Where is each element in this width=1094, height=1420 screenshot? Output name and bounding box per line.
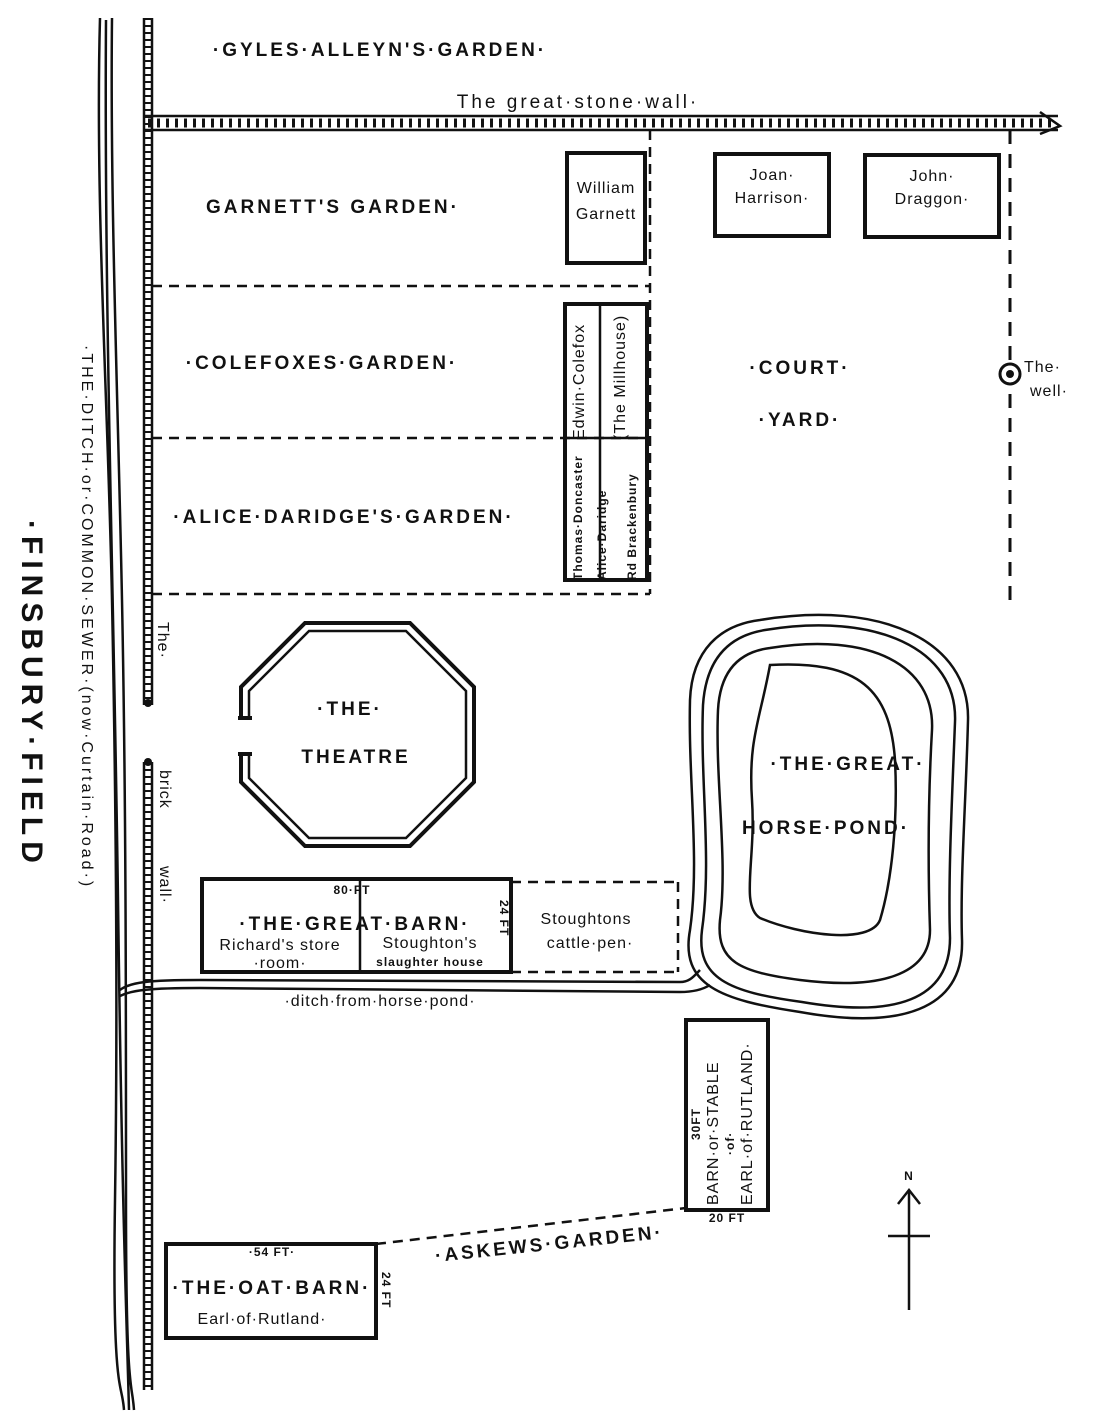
pond-label-1: ·THE·GREAT·: [770, 754, 925, 775]
svg-text:Rd Brackenbury: Rd Brackenbury: [625, 473, 639, 580]
svg-text:EARL·of·RUTLAND·: EARL·of·RUTLAND·: [739, 1042, 756, 1205]
askews-garden-label: ·ASKEWS·GARDEN·: [434, 1222, 665, 1267]
horse-pond: [687, 613, 970, 1020]
svg-text:Thomas·Doncaster: Thomas·Doncaster: [571, 455, 585, 580]
ditch-label: ·THE·DITCH·or·COMMON·SEWER·(now·Curtain·…: [78, 345, 95, 889]
svg-text:BARN·or·STABLE: BARN·or·STABLE: [705, 1061, 722, 1205]
cattle-pen: [511, 880, 680, 974]
rutland-stable: 30FT BARN·or·STABLE ·of· EARL·of·RUTLAND…: [684, 1018, 770, 1225]
ditch-lines: [97, 17, 136, 1411]
colefoxes-garden-label: ·COLEFOXES·GARDEN·: [186, 353, 459, 374]
svg-text:Draggon·: Draggon·: [895, 191, 970, 208]
north-label: N: [904, 1169, 914, 1183]
court-yard-label-2: ·YARD·: [759, 410, 842, 431]
great-barn-left-room-1: Richard's store: [219, 937, 340, 954]
court-yard-label-1: ·COURT·: [749, 358, 850, 379]
svg-text:Edwin·Colefox: Edwin·Colefox: [571, 324, 588, 440]
great-stone-wall: [144, 110, 1063, 136]
theatre-label-2: THEATRE: [301, 747, 410, 768]
great-barn-right-room-1: Stoughton's: [382, 935, 477, 952]
theatre-label-1: ·THE·: [317, 699, 383, 720]
svg-text:John·: John·: [909, 168, 954, 185]
svg-text:20 FT: 20 FT: [709, 1211, 745, 1225]
gyles-alleyn-label: ·GYLES·ALLEYN'S·GARDEN·: [213, 40, 547, 61]
svg-text:Alice·Daridge: Alice·Daridge: [595, 490, 609, 580]
svg-text:·of·: ·of·: [723, 1132, 737, 1155]
brick-wall: [142, 18, 154, 1390]
svg-text:(The Millhouse): (The Millhouse): [612, 315, 629, 440]
great-stone-wall-label: The great·stone·wall·: [457, 92, 700, 113]
brick-wall-label-wall: wall·: [156, 865, 173, 904]
cattle-pen-label-2: cattle·pen·: [547, 935, 634, 952]
cattle-pen-label-1: Stoughtons: [541, 911, 632, 928]
great-barn-dim-width: 24 FT: [497, 900, 511, 936]
well-label-2: well·: [1029, 383, 1068, 400]
ditch-from-pond-label: ·ditch·from·horse·pond·: [284, 993, 475, 1010]
svg-text:24 FT: 24 FT: [379, 1272, 393, 1308]
brick-wall-label-brick: brick: [156, 770, 173, 809]
svg-text:Harrison·: Harrison·: [735, 190, 810, 207]
north-arrow-icon: [888, 1187, 930, 1310]
askews-boundary: [375, 1206, 687, 1246]
pond-label-2: HORSE·POND·: [742, 818, 910, 839]
row-houses-colefox-daridge: Edwin·Colefox (The Millhouse) Thomas·Don…: [563, 302, 649, 582]
house-joan-harrison: Joan· Harrison·: [713, 152, 831, 238]
great-barn-right-room-2: slaughter house: [376, 955, 484, 969]
brick-wall-label-the: The·: [154, 622, 171, 659]
great-barn: [200, 877, 513, 974]
house-william-garnett: William Garnett: [565, 151, 647, 265]
svg-text:William: William: [577, 180, 636, 197]
oat-barn: ·54 FT· ·THE·OAT·BARN· Earl·of·Rutland· …: [164, 1242, 393, 1340]
theatre-octagon: [236, 621, 476, 848]
svg-text:Joan·: Joan·: [749, 167, 794, 184]
svg-text:Earl·of·Rutland·: Earl·of·Rutland·: [198, 1311, 327, 1328]
house-john-draggon: John· Draggon·: [863, 153, 1001, 239]
well-icon: [998, 362, 1022, 386]
great-barn-left-room-2: ·room·: [253, 955, 306, 972]
great-barn-title: ·THE·GREAT·BARN·: [239, 914, 470, 935]
garnetts-garden-label: GARNETT'S GARDEN·: [206, 197, 460, 218]
great-barn-dim-length: 80·FT: [333, 883, 370, 897]
svg-text:·THE·OAT·BARN·: ·THE·OAT·BARN·: [173, 1278, 372, 1299]
finsbury-field-label: ·FINSBURY·FIELD: [15, 520, 48, 869]
alice-daridges-garden-label: ·ALICE·DARIDGE'S·GARDEN·: [173, 507, 514, 528]
ditch-from-pond: [119, 969, 711, 998]
svg-text:Garnett: Garnett: [576, 206, 636, 223]
svg-text:·54 FT·: ·54 FT·: [249, 1245, 295, 1259]
well-label-1: The·: [1024, 359, 1061, 376]
svg-text:30FT: 30FT: [689, 1108, 703, 1140]
